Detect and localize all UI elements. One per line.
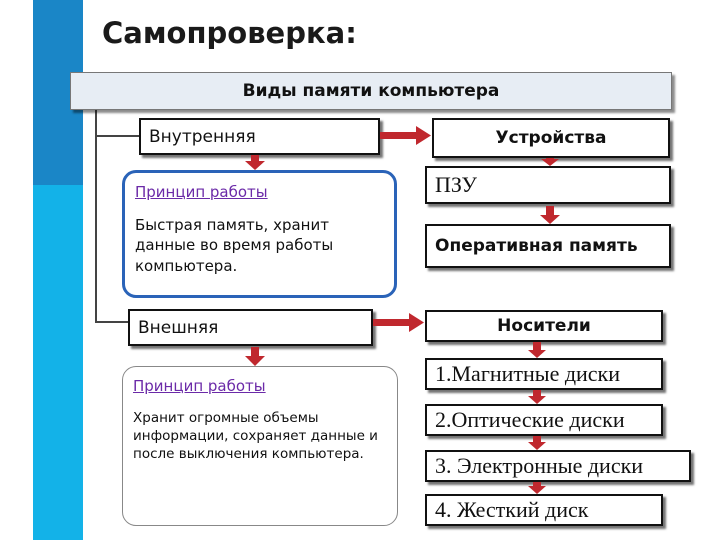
side-stripe-light [33,185,83,540]
internal-description: Быстрая память, хранит данные во время р… [135,216,334,275]
arrow-internal-to-devices [380,126,431,145]
media-optical-box: 2.Оптические диски [425,404,663,436]
arrow-down-media [528,342,546,358]
media-box: Носители [425,310,663,342]
arrow-down-internal [245,155,265,170]
media-hard-disk-box: 4. Жесткий диск [425,494,663,526]
arrow-external-to-media [373,313,424,332]
arrow-down-rom [540,206,560,224]
devices-box: Устройства [432,118,670,158]
arrow-down-electronic [528,482,546,494]
device-ram-box: Оперативная память [425,224,671,268]
arrow-down-magnetic [528,390,546,404]
arrow-down-optical [528,436,546,450]
internal-principle-label: Принцип работы [135,183,268,201]
external-memory-box: Внешняя [128,309,373,346]
external-description: Хранит огромные объемы информации, сохра… [133,410,378,463]
external-principle-label: Принцип работы [133,377,266,395]
arrow-down-external [245,347,265,366]
media-magnetic-box: 1.Магнитные диски [425,358,663,390]
internal-principle-box: Принцип работы Быстрая память, хранит да… [122,170,397,298]
arrow-down-devices [541,158,559,166]
tree-branch-internal [95,135,139,137]
tree-branch-external [95,321,128,323]
external-principle-box: Принцип работы Хранит огромные объемы ин… [122,366,398,526]
device-rom-box: ПЗУ [425,166,671,204]
page-title: Самопроверка: [102,16,357,50]
tree-vertical-line [95,110,97,322]
memory-types-header: Виды памяти компьютера [70,72,672,110]
media-electronic-box: 3. Электронные диски [425,450,691,482]
internal-memory-box: Внутренняя [139,118,380,155]
